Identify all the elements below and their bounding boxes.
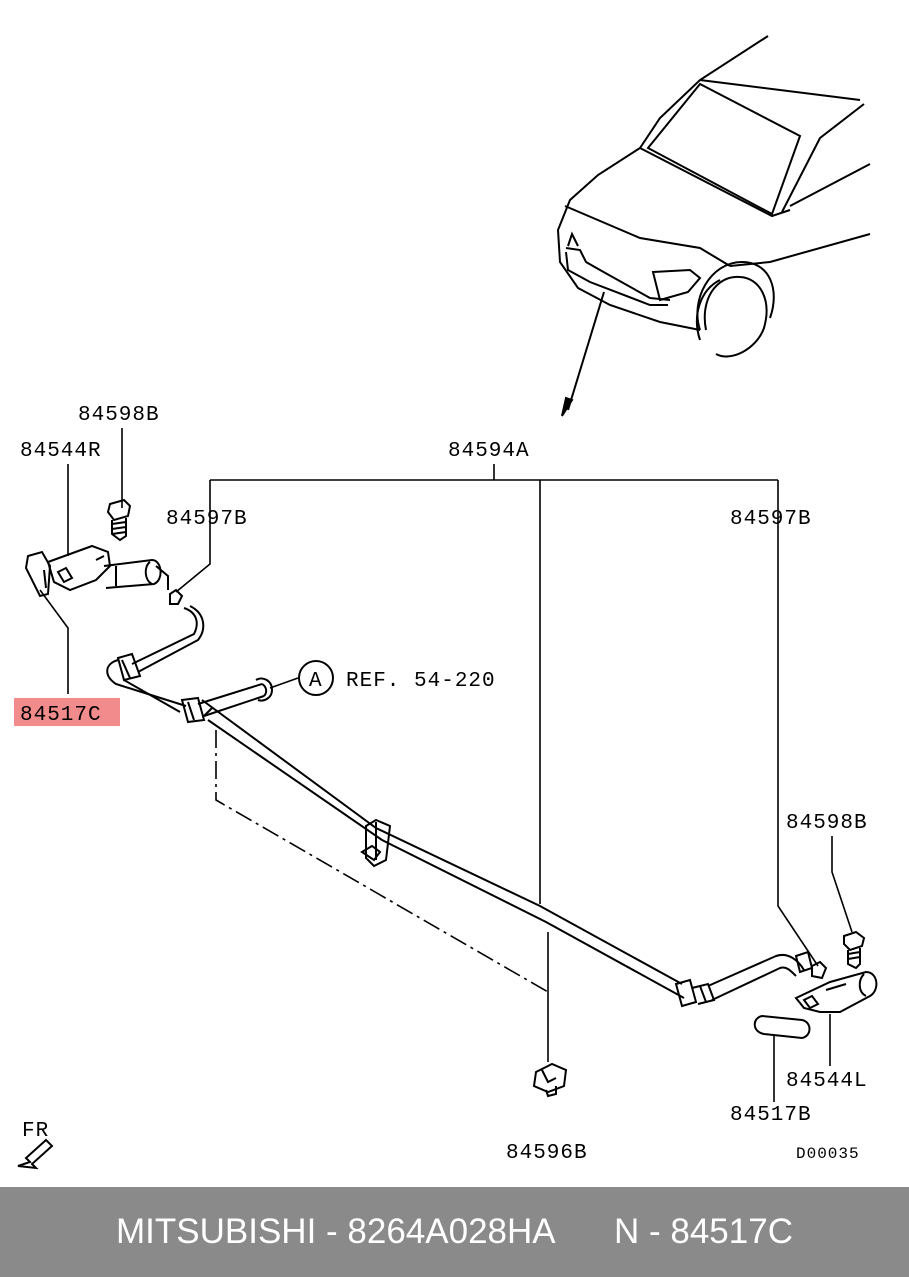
label-84594a: 84594A: [448, 440, 530, 463]
parts-diagram: 84598B 84544R 84594A 84597B 84597B 84517…: [14, 35, 878, 1170]
footer-brand: MITSUBISHI - 8264A028HA: [116, 1212, 556, 1251]
footer-bar: MITSUBISHI - 8264A028HA N - 84517C: [0, 1187, 909, 1277]
footer-part: N - 84517C: [614, 1212, 793, 1251]
highlight-box: [14, 698, 120, 726]
label-84596b: 84596B: [506, 1142, 588, 1165]
label-ref: REF. 54-220: [346, 670, 496, 693]
label-84517b: 84517B: [730, 1104, 812, 1127]
drawing-code: D00035: [796, 1145, 860, 1163]
label-84597b-right: 84597B: [730, 508, 812, 531]
front-arrow-icon: [17, 1138, 54, 1170]
label-fr: FR: [22, 1120, 49, 1143]
right-nozzle-assembly: [753, 930, 878, 1040]
washer-hose: [106, 605, 828, 1008]
leader-lines: [39, 428, 853, 1102]
label-84544l: 84544L: [786, 1070, 868, 1093]
label-84517c: 84517C: [20, 704, 102, 727]
clamp-part: [532, 1062, 568, 1098]
ref-circle-letter: A: [309, 670, 323, 693]
label-84598b-right: 84598B: [786, 812, 868, 835]
left-nozzle-assembly: [24, 498, 184, 605]
label-84544r: 84544R: [20, 440, 102, 463]
footer-gap: [556, 1212, 614, 1252]
ref-circle: [298, 660, 334, 696]
vehicle-outline: [556, 35, 871, 417]
label-84598b-top: 84598B: [78, 404, 160, 427]
label-84597b-left: 84597B: [166, 508, 248, 531]
